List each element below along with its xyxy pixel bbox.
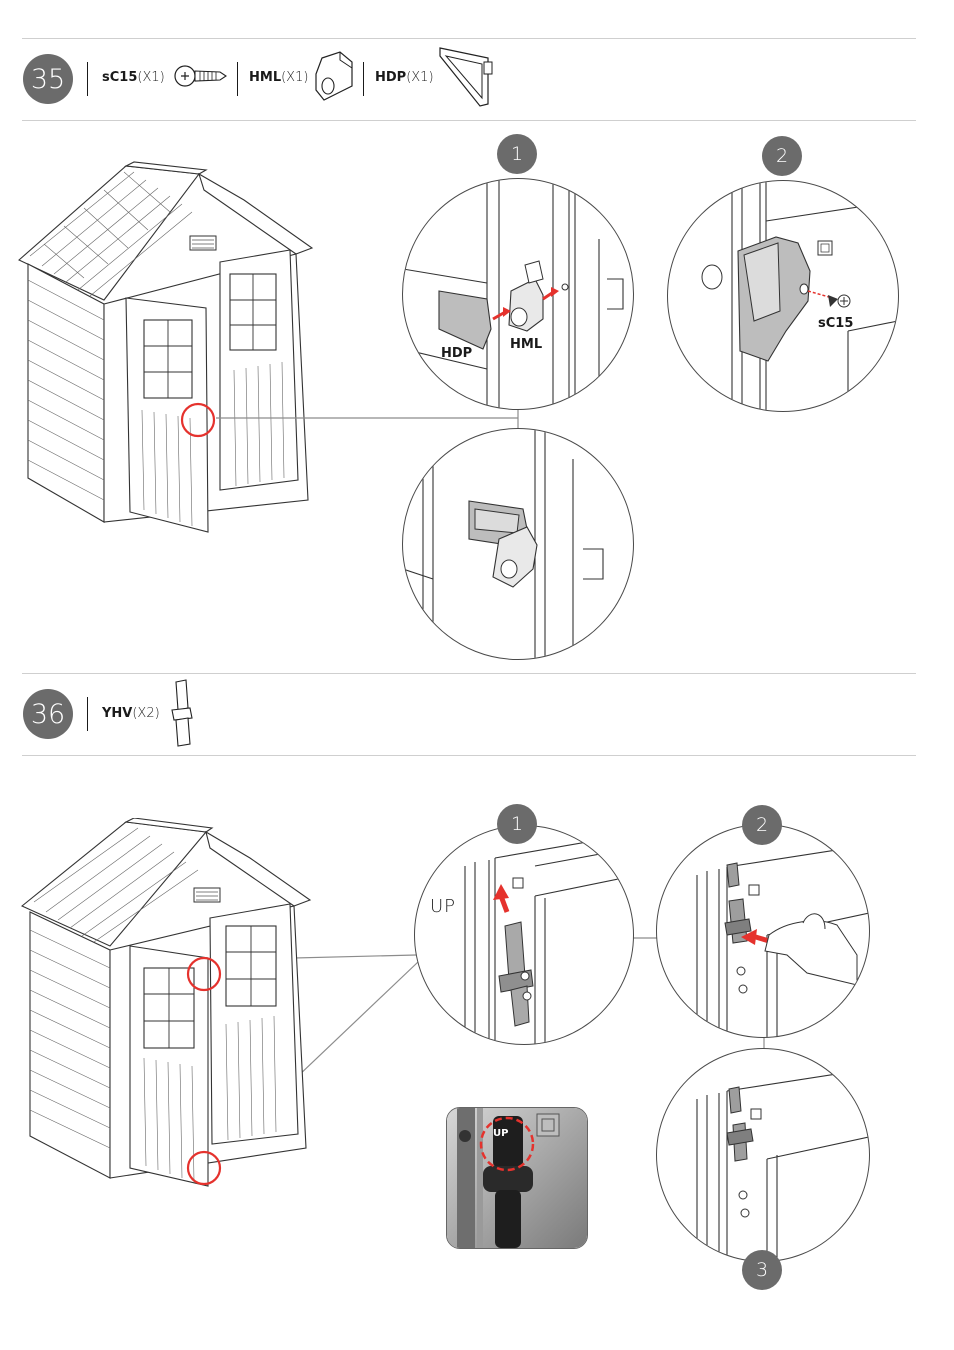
separator xyxy=(87,697,88,731)
step-36-badge: 36 xyxy=(23,689,73,739)
part-qty: (X1) xyxy=(137,70,165,85)
part-qty: (X2) xyxy=(132,706,160,721)
detail-view-35-2 xyxy=(667,180,899,412)
hinge-plate-icon xyxy=(315,51,353,101)
part-sc15-label: sC15(X1) xyxy=(102,70,165,85)
substep-35-1-badge: 1 xyxy=(497,134,537,174)
photo-up-label: UP xyxy=(493,1128,509,1139)
screw-icon xyxy=(174,65,227,87)
separator xyxy=(237,62,238,96)
step-35-badge: 35 xyxy=(23,54,73,104)
substep-36-2-badge: 2 xyxy=(742,805,782,845)
detail-view-35-1 xyxy=(402,178,634,410)
part-qty: (X1) xyxy=(406,70,434,85)
step36-bottom-rule xyxy=(22,755,916,756)
part-code: sC15 xyxy=(102,70,138,85)
highlight-circle xyxy=(180,402,216,438)
part-code: YHV xyxy=(102,706,133,721)
sc15-label: sC15 xyxy=(818,316,854,331)
highlight-circle xyxy=(186,956,222,992)
substep-35-2-badge: 2 xyxy=(762,136,802,176)
detail-view-36-2 xyxy=(656,824,870,1038)
part-code: HDP xyxy=(375,70,407,85)
step35-bottom-rule xyxy=(22,120,916,121)
hdp-label: HDP xyxy=(441,346,473,361)
photo-inset: UP xyxy=(446,1107,588,1249)
part-hdp-label: HDP(X1) xyxy=(375,70,434,85)
part-qty: (X1) xyxy=(281,70,309,85)
shed-illustration xyxy=(20,818,312,1187)
step36-top-rule xyxy=(22,673,916,674)
separator xyxy=(363,62,364,96)
detail-view-35-result xyxy=(402,428,634,660)
handle-plate-icon xyxy=(439,47,493,107)
separator xyxy=(87,62,88,96)
up-label: UP xyxy=(430,896,457,917)
part-code: HML xyxy=(249,70,282,85)
substep-36-1-badge: 1 xyxy=(497,804,537,844)
shed-illustration xyxy=(18,161,314,533)
top-rule xyxy=(22,38,916,39)
substep-36-3-badge: 3 xyxy=(742,1250,782,1290)
part-yhv-label: YHV(X2) xyxy=(102,706,160,721)
part-hml-label: HML(X1) xyxy=(249,70,308,85)
highlight-circle xyxy=(186,1150,222,1186)
bolt-latch-icon xyxy=(171,679,193,747)
hml-label: HML xyxy=(510,337,543,352)
detail-view-36-3 xyxy=(656,1048,870,1262)
detail-view-36-1 xyxy=(414,825,634,1045)
